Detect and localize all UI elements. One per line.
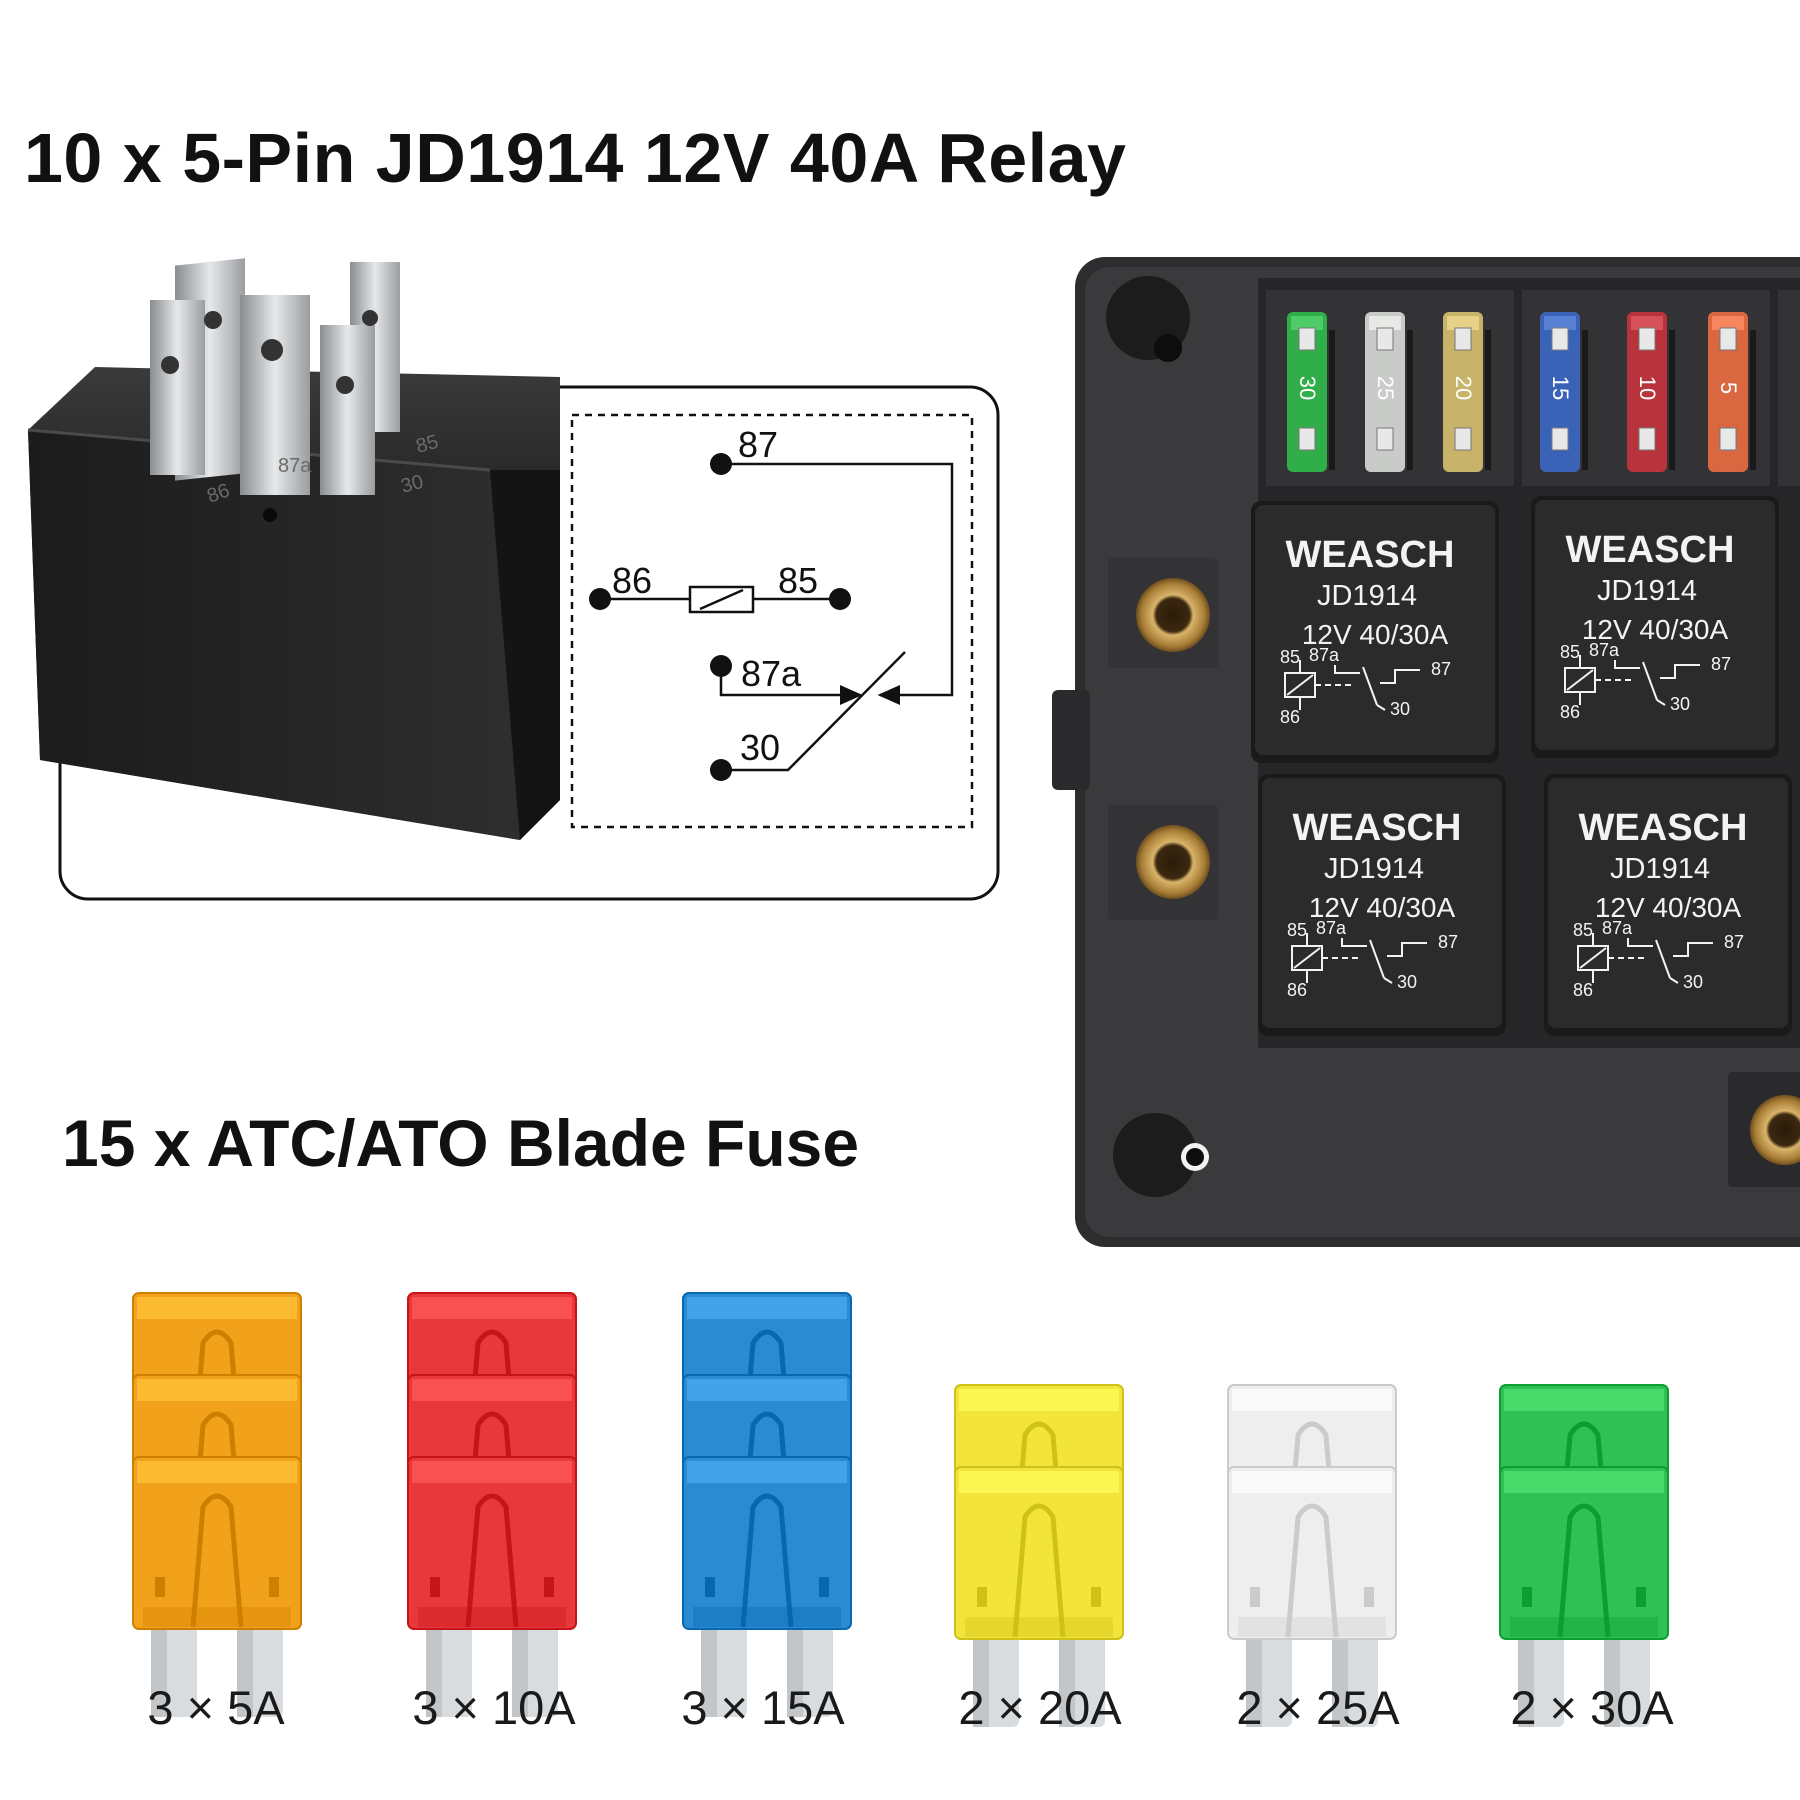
relay-pin-label-87a: 87a: [278, 455, 312, 477]
relay-pin-86: 86: [1280, 707, 1300, 727]
relay-rating: 12V 40/30A: [1302, 619, 1449, 650]
box-fuse-value: 5: [1716, 382, 1741, 394]
relay-pin-85: 85: [1573, 920, 1593, 940]
relay-pin-30: 30: [1683, 972, 1703, 992]
schematic-pin-87a: 87a: [741, 653, 802, 694]
fuse-group: [407, 1292, 577, 1717]
box-fuse: 25: [1365, 312, 1413, 472]
relay-heading: 10 x 5-Pin JD1914 12V 40A Relay: [24, 119, 1127, 197]
fuse-qty-label: 2 × 30A: [1510, 1681, 1674, 1734]
box-fuse: 5: [1708, 312, 1756, 472]
fuse-group: [1499, 1384, 1669, 1727]
relay-model: JD1914: [1597, 575, 1697, 607]
relay-pin-85: 85: [1560, 642, 1580, 662]
relay-pin-87a: 87a: [1309, 645, 1340, 665]
relay-pin-87: 87: [1431, 659, 1451, 679]
schematic-pin-87: 87: [738, 424, 778, 465]
schematic-pin-86: 86: [612, 560, 652, 601]
relay-model: JD1914: [1317, 580, 1417, 612]
brass-terminal: [1136, 825, 1210, 899]
relay-pin-86: 86: [1573, 980, 1593, 1000]
fuse-group: [1227, 1384, 1397, 1727]
box-fuse-value: 25: [1373, 376, 1398, 400]
relay-rating: 12V 40/30A: [1595, 892, 1742, 923]
relay-model: JD1914: [1324, 853, 1424, 885]
blade-fuse: [1499, 1466, 1669, 1727]
fuse-qty-label: 2 × 20A: [958, 1681, 1122, 1734]
relay-terminals: [150, 258, 400, 495]
relay-pin-85: 85: [1280, 647, 1300, 667]
fuse-heading: 15 x ATC/ATO Blade Fuse: [62, 1106, 860, 1180]
blade-fuse: [132, 1456, 302, 1717]
brass-terminal: [1750, 1095, 1800, 1165]
fuse-group: [132, 1292, 302, 1717]
relay-model: JD1914: [1610, 853, 1710, 885]
schematic-pin-85: 85: [778, 560, 818, 601]
fuse-qty-label: 3 × 15A: [681, 1681, 845, 1734]
box-fuse-value: 10: [1635, 376, 1660, 400]
box-fuse: 10: [1627, 312, 1675, 472]
relay-pin-30: 30: [1670, 694, 1690, 714]
blade-fuse: [954, 1466, 1124, 1727]
relay-body: 86 87a 85 30: [27, 258, 560, 840]
box-fuse: 15: [1540, 312, 1588, 472]
blade-fuse: [407, 1456, 577, 1717]
fuse-group: [954, 1384, 1124, 1727]
box-fuse-row: 30 25 20 15 10 5: [1287, 312, 1756, 472]
schematic-pin-30: 30: [740, 727, 780, 768]
relay-pin-86: 86: [1560, 702, 1580, 722]
relay-pin-87a: 87a: [1316, 918, 1347, 938]
brass-terminal: [1136, 578, 1210, 652]
fuse-qty-label: 2 × 25A: [1236, 1681, 1400, 1734]
box-fuse-value: 20: [1451, 376, 1476, 400]
relay-pin-30: 30: [1397, 972, 1417, 992]
box-fuse-value: 15: [1548, 376, 1573, 400]
relay-brand: WEASCH: [1579, 807, 1748, 849]
relay-pin-87: 87: [1711, 654, 1731, 674]
relay-rating: 12V 40/30A: [1582, 614, 1729, 645]
blade-fuse: [682, 1456, 852, 1717]
box-fuse: 30: [1287, 312, 1335, 472]
relay-pin-87a: 87a: [1589, 640, 1620, 660]
blade-fuse: [1227, 1466, 1397, 1727]
box-fuse: 20: [1443, 312, 1491, 472]
blade-fuse-collection: [132, 1292, 1669, 1727]
relay-pin-87a: 87a: [1602, 918, 1633, 938]
relay-rating: 12V 40/30A: [1309, 892, 1456, 923]
fuse-group: [682, 1292, 852, 1717]
relay-pin-87: 87: [1438, 932, 1458, 952]
relay-schematic: 87 86 85 87a 30: [570, 413, 974, 829]
fuse-qty-label: 3 × 5A: [147, 1681, 285, 1734]
mounting-hole: [1113, 1113, 1209, 1197]
relay-brand: WEASCH: [1293, 807, 1462, 849]
relay-brand: WEASCH: [1286, 534, 1455, 576]
relay-pin-85: 85: [1287, 920, 1307, 940]
relay-pin-30: 30: [1390, 699, 1410, 719]
fuse-qty-label: 3 × 10A: [412, 1681, 576, 1734]
mounting-hole: [1106, 276, 1190, 362]
relay-pin-86: 86: [1287, 980, 1307, 1000]
relay-pin-87: 87: [1724, 932, 1744, 952]
box-fuse-value: 30: [1295, 376, 1320, 400]
relay-brand: WEASCH: [1566, 529, 1735, 571]
